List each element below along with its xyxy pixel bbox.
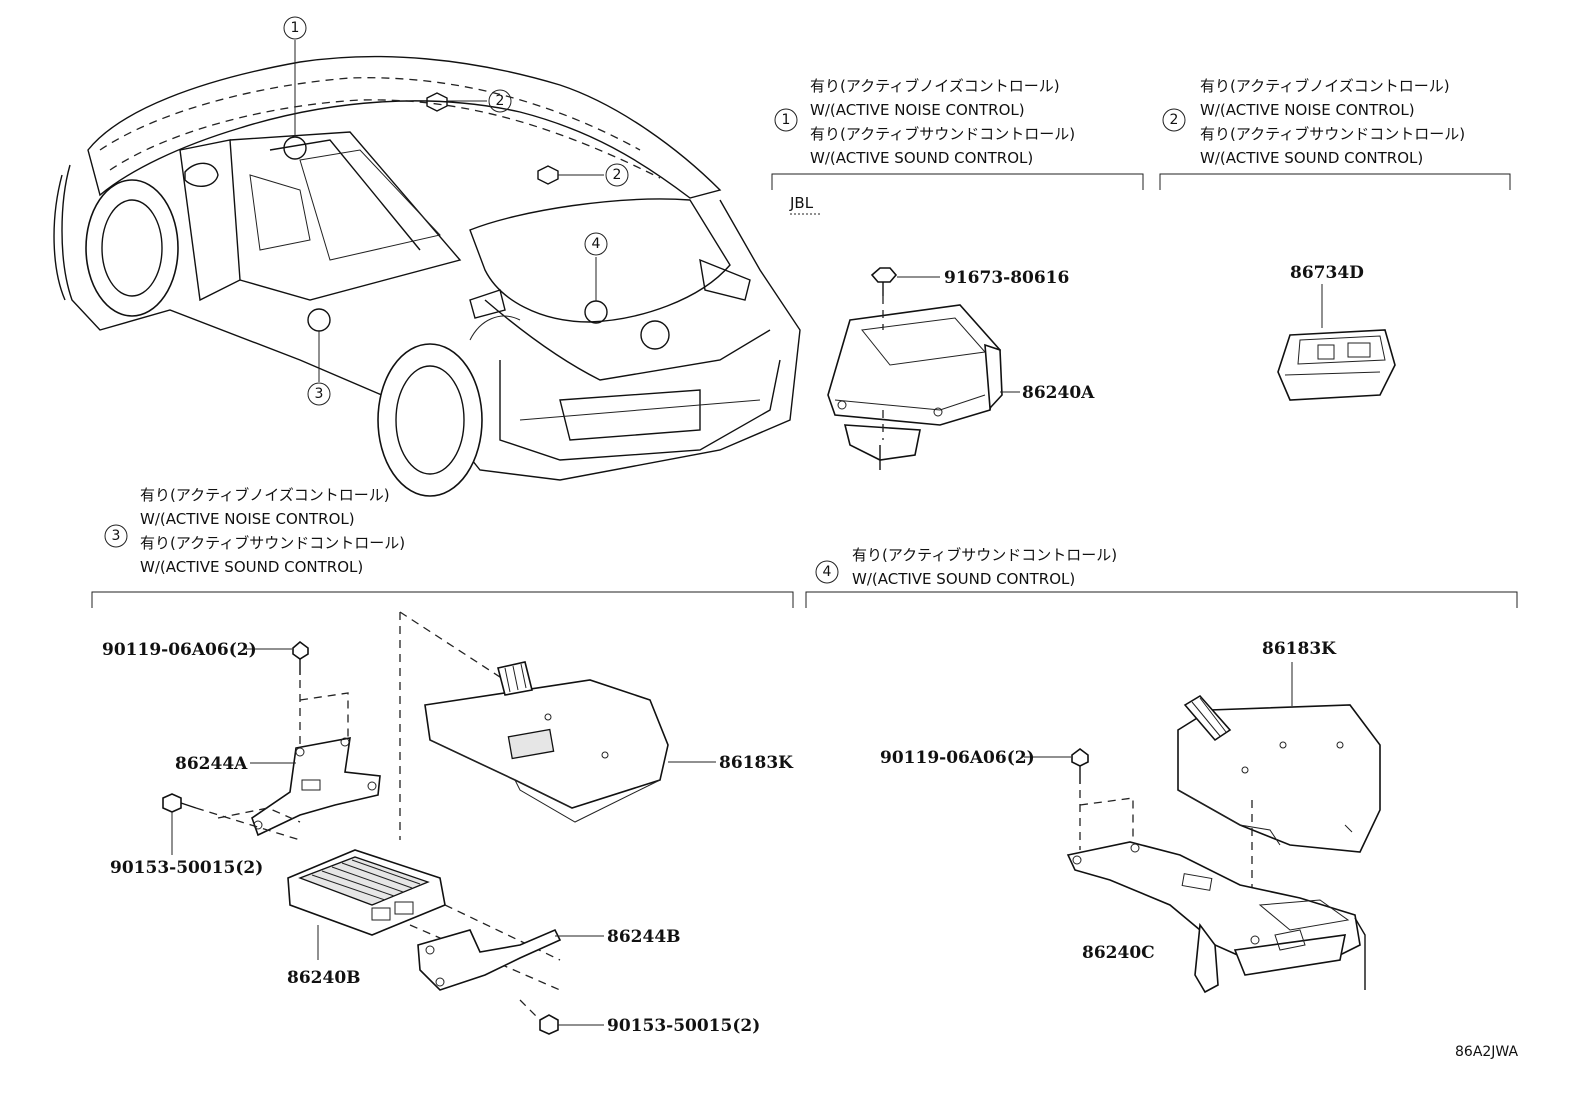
section-4-illustration <box>1024 662 1381 994</box>
svg-text:有り(アクティブサウンドコントロール): 有り(アクティブサウンドコントロール) <box>852 546 1117 564</box>
marker-2-a: 2 <box>488 89 512 113</box>
svg-text:有り(アクティブノイズコントロール): 有り(アクティブノイズコントロール) <box>1200 77 1450 95</box>
svg-text:1: 1 <box>291 20 300 36</box>
part-90153-50015-b: 90153-50015(2) <box>607 1016 760 1036</box>
svg-text:有り(アクティブサウンドコントロール): 有り(アクティブサウンドコントロール) <box>1200 125 1465 143</box>
svg-text:2: 2 <box>613 167 622 183</box>
note-1: 1 有り(アクティブノイズコントロール) W/(ACTIVE NOISE CON… <box>771 77 1144 190</box>
vehicle-illustration <box>53 40 801 497</box>
svg-text:W/(ACTIVE SOUND CONTROL): W/(ACTIVE SOUND CONTROL) <box>852 570 1075 588</box>
part-86240c: 86240C <box>1082 943 1155 963</box>
diagram-code: 86A2JWA <box>1455 1044 1519 1060</box>
microphone-86734d-illustration <box>1277 329 1396 401</box>
svg-text:2: 2 <box>1170 112 1179 128</box>
svg-text:W/(ACTIVE SOUND CONTROL): W/(ACTIVE SOUND CONTROL) <box>810 149 1033 167</box>
part-90153-50015-a: 90153-50015(2) <box>110 858 263 878</box>
svg-text:有り(アクティブサウンドコントロール): 有り(アクティブサウンドコントロール) <box>140 534 405 552</box>
part-86734d: 86734D <box>1290 263 1364 283</box>
note-3: 3 有り(アクティブノイズコントロール) W/(ACTIVE NOISE CON… <box>91 486 794 608</box>
part-86240b: 86240B <box>287 968 361 988</box>
jbl-label: JBL <box>789 194 814 212</box>
section-3-illustration <box>162 611 716 1035</box>
part-86244a: 86244A <box>175 754 248 774</box>
svg-text:有り(アクティブサウンドコントロール): 有り(アクティブサウンドコントロール) <box>810 125 1075 143</box>
svg-text:W/(ACTIVE SOUND CONTROL): W/(ACTIVE SOUND CONTROL) <box>1200 149 1423 167</box>
part-91673-80616: 91673-80616 <box>944 268 1069 288</box>
note-2: 2 有り(アクティブノイズコントロール) W/(ACTIVE NOISE CON… <box>1159 77 1511 190</box>
marker-4: 4 <box>584 232 608 256</box>
svg-text:W/(ACTIVE NOISE CONTROL): W/(ACTIVE NOISE CONTROL) <box>140 510 355 528</box>
marker-2-b: 2 <box>605 163 629 187</box>
part-86240a: 86240A <box>1022 383 1095 403</box>
svg-text:4: 4 <box>823 564 832 580</box>
svg-text:3: 3 <box>315 386 324 402</box>
part-86244b: 86244B <box>607 927 681 947</box>
svg-text:有り(アクティブノイズコントロール): 有り(アクティブノイズコントロール) <box>140 486 390 504</box>
part-86183k-a: 86183K <box>719 753 794 773</box>
svg-text:3: 3 <box>112 528 121 544</box>
svg-text:W/(ACTIVE SOUND CONTROL): W/(ACTIVE SOUND CONTROL) <box>140 558 363 576</box>
amplifier-86240a-illustration <box>827 267 1020 470</box>
svg-text:有り(アクティブノイズコントロール): 有り(アクティブノイズコントロール) <box>810 77 1060 95</box>
svg-text:1: 1 <box>782 112 791 128</box>
svg-text:2: 2 <box>496 93 505 109</box>
svg-text:4: 4 <box>592 236 601 252</box>
note-4: 4 有り(アクティブサウンドコントロール) W/(ACTIVE SOUND CO… <box>805 546 1518 608</box>
svg-text:W/(ACTIVE NOISE CONTROL): W/(ACTIVE NOISE CONTROL) <box>1200 101 1415 119</box>
part-90119-06a06-a: 90119-06A06(2) <box>102 640 257 660</box>
svg-text:W/(ACTIVE NOISE CONTROL): W/(ACTIVE NOISE CONTROL) <box>810 101 1025 119</box>
part-86183k-b: 86183K <box>1262 639 1337 659</box>
marker-3: 3 <box>307 382 331 406</box>
part-90119-06a06-b: 90119-06A06(2) <box>880 748 1035 768</box>
marker-1: 1 <box>283 16 307 40</box>
